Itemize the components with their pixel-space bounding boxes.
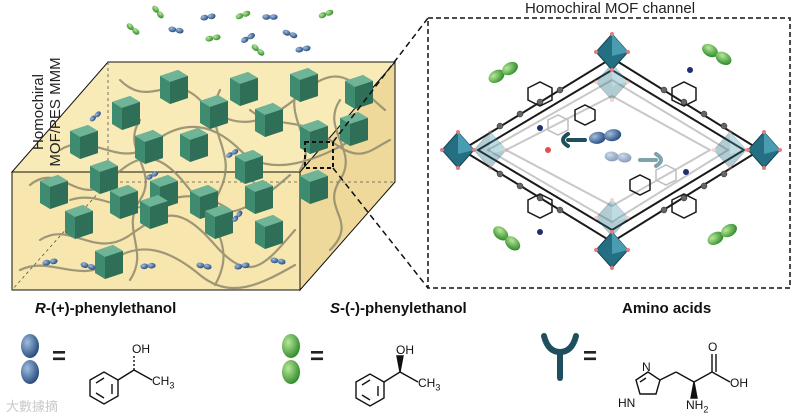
s-oh-label: OH bbox=[396, 343, 414, 357]
histidine-structure bbox=[635, 354, 731, 399]
his-nh2-label: NH2 bbox=[686, 398, 708, 414]
his-nh2-sub: 2 bbox=[703, 404, 709, 415]
his-nh2-text: NH bbox=[686, 398, 704, 412]
membrane-label-line2: MOF/PES MMM bbox=[47, 57, 64, 167]
legend-amino-label: Amino acids bbox=[622, 300, 712, 317]
membrane-block bbox=[10, 60, 397, 292]
legend-amino-equals: = bbox=[583, 343, 598, 370]
free-molecules-top bbox=[125, 4, 335, 58]
zoom-marker bbox=[304, 141, 334, 169]
legend-amino-glyph bbox=[541, 333, 579, 381]
his-hn-label: HN bbox=[618, 396, 636, 410]
membrane-label: Homochiral MOF/PES MMM bbox=[30, 37, 64, 187]
his-oh-label: OH bbox=[730, 376, 748, 390]
r-ch3-label: CH3 bbox=[152, 374, 174, 390]
legend-r-equals: = bbox=[52, 343, 67, 370]
zoom-leader-top bbox=[332, 17, 429, 143]
channel-amino-sites bbox=[537, 67, 693, 235]
legend-s-prefix: S bbox=[330, 300, 341, 317]
s-ch3-sub: 3 bbox=[435, 382, 441, 393]
legend-r-label: R-(+)-phenylethanol bbox=[35, 300, 176, 317]
legend-r-molecule bbox=[21, 334, 39, 384]
s-ch3-text: CH bbox=[418, 376, 436, 390]
channel-title: Homochiral MOF channel bbox=[524, 0, 696, 17]
watermark: 大數據摘 bbox=[6, 399, 59, 414]
membrane-label-line1: Homochiral bbox=[30, 74, 47, 150]
s-phenylethanol-structure bbox=[355, 355, 419, 407]
legend-s-molecule bbox=[282, 334, 300, 384]
r-ch3-text: CH bbox=[152, 374, 170, 388]
legend-s-equals: = bbox=[310, 343, 325, 370]
s-ch3-label: CH3 bbox=[418, 376, 440, 392]
legend-r-prefix: R bbox=[35, 300, 46, 317]
r-oh-label: OH bbox=[132, 342, 150, 356]
r-ch3-sub: 3 bbox=[169, 380, 175, 391]
his-o-label: O bbox=[708, 340, 718, 354]
zoom-leader-bottom bbox=[332, 167, 429, 289]
r-phenylethanol-structure bbox=[89, 354, 153, 405]
legend-s-label: S-(-)-phenylethanol bbox=[330, 300, 467, 317]
legend-r-suffix: -(+)-phenylethanol bbox=[45, 300, 177, 317]
legend-s-suffix: -(-)-phenylethanol bbox=[340, 300, 467, 317]
his-n-label: N bbox=[642, 360, 651, 374]
channel-framework bbox=[439, 31, 783, 271]
